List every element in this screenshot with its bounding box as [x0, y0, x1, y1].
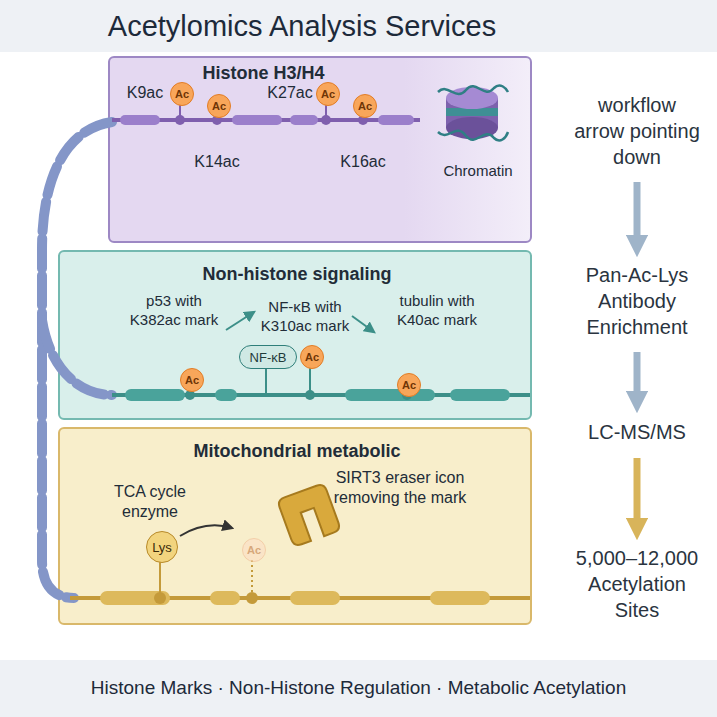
acetyl-mark: Ac: [316, 82, 340, 106]
annotation-label: Chromatin: [433, 162, 523, 181]
caption: Histone Marks · Non-Histone Regulation ·…: [0, 677, 717, 699]
annotation-label: SIRT3 eraser icon removing the mark: [325, 468, 475, 508]
node-text: Ac: [175, 88, 189, 100]
annotation-label: K14ac: [187, 152, 247, 172]
annotation-label: NF-κB with K310ac mark: [255, 298, 355, 336]
workflow-step: LC-MS/MS: [572, 418, 702, 446]
annotation-label: K9ac: [117, 83, 173, 103]
node-text: NF-κB: [250, 350, 287, 365]
node-text: Lys: [152, 540, 172, 555]
acetyl-mark: Ac: [170, 82, 194, 106]
node-text: LC-MS/MS: [588, 419, 686, 445]
node-text: Ac: [185, 374, 199, 386]
workflow-arrow: [634, 182, 641, 246]
node-text: Ac: [247, 544, 261, 556]
annotation-label: TCA cycle enzyme: [105, 482, 195, 522]
workflow-step: Pan-Ac-Lys Antibody Enrichment: [572, 262, 702, 340]
panel-heading: Histone H3/H4: [110, 63, 417, 84]
node-text: Ac: [305, 351, 319, 363]
workflow-arrow: [634, 458, 641, 529]
protein-label: NF-κB: [239, 345, 297, 369]
removed-acetyl-mark: Ac: [242, 538, 266, 562]
acetyl-mark: Ac: [353, 94, 377, 118]
panel-heading: Non-histone signaling: [60, 264, 534, 285]
acetyl-mark: Ac: [207, 94, 231, 118]
acetyl-mark: Ac: [300, 345, 324, 369]
annotation-label: p53 with K382ac mark: [124, 292, 224, 330]
node-text: Ac: [212, 100, 226, 112]
node-text: Pan-Ac-Lys Antibody Enrichment: [572, 262, 702, 340]
node-text: Ac: [402, 379, 416, 391]
node-text: Ac: [358, 100, 372, 112]
workflow-step: workflow arrow pointing down: [572, 92, 702, 170]
node-text: workflow arrow pointing down: [572, 92, 702, 170]
category-panel: Histone H3/H4AcAcAcAc: [108, 56, 532, 243]
category-panel: Mitochondrial metabolicLys Ac: [58, 427, 532, 625]
workflow-arrow: [634, 352, 641, 402]
panel-heading: Mitochondrial metabolic: [60, 441, 534, 462]
category-panel: Non-histone signalingNF-κBAcAcAc: [58, 250, 532, 420]
annotation-label: K16ac: [333, 152, 393, 172]
node-text: 5,000–12,000 Acetylation Sites: [572, 545, 702, 623]
node-text: Ac: [321, 88, 335, 100]
lysine-residue: Lys: [146, 531, 178, 563]
annotation-label: tubulin with K40ac mark: [387, 292, 487, 330]
page-title: Acetylomics Analysis Services: [0, 10, 604, 43]
acetyl-mark: Ac: [397, 373, 421, 397]
workflow-step: 5,000–12,000 Acetylation Sites: [572, 545, 702, 623]
acetyl-mark: Ac: [180, 368, 204, 392]
annotation-label: K27ac: [260, 83, 320, 103]
